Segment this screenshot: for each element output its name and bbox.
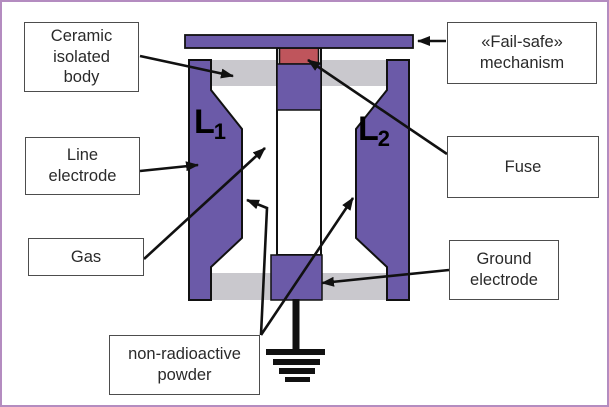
label-ground-electrode: Ground electrode	[449, 240, 559, 300]
label-line: Fuse	[504, 157, 542, 176]
ceramic-body-arrow	[139, 54, 234, 79]
ground-electrode-block	[270, 254, 323, 301]
l2-subscript: 2	[377, 126, 391, 151]
powder-arrow-right	[259, 197, 355, 336]
label-non-radioactive-powder: non-radioactive powder	[109, 335, 260, 395]
label-line: mechanism	[479, 54, 565, 72]
line-electrode-l1-shape	[188, 59, 243, 301]
ground-symbol-icon	[266, 299, 325, 382]
electrode-label-l2: L2	[358, 112, 390, 150]
line-electrode-l2-shape	[355, 59, 410, 301]
label-line: non-radioactive	[128, 345, 241, 364]
fuse-arrow	[307, 58, 448, 156]
label-fail-safe-mechanism: «Fail-safe» mechanism	[447, 22, 597, 84]
powder-arrow-left	[246, 198, 269, 336]
label-gas: Gas	[28, 238, 144, 276]
line-electrode-arrow	[139, 161, 199, 173]
label-line: electrode	[48, 167, 117, 185]
l1-letter: L	[194, 103, 215, 141]
label-line: Ground	[476, 250, 532, 269]
label-line: powder	[157, 366, 212, 384]
l2-letter: L	[358, 110, 379, 148]
label-ceramic-isolated-body: Ceramic isolated body	[24, 22, 139, 92]
ground-electrode-arrow	[321, 268, 450, 287]
l1-subscript: 1	[213, 119, 227, 144]
label-line: «Fail-safe»	[481, 33, 563, 52]
label-line: body	[63, 68, 100, 87]
label-line: Gas	[70, 247, 102, 266]
label-line: Line	[66, 146, 99, 165]
label-line: Ceramic	[50, 26, 113, 45]
label-line: electrode	[470, 271, 538, 289]
label-line-electrode: Line electrode	[25, 137, 140, 195]
label-fuse: Fuse	[447, 136, 599, 198]
gas-arrow	[143, 147, 266, 260]
center-conductor-top	[276, 63, 322, 111]
fail-safe-plate	[184, 34, 414, 49]
electrode-label-l1: L1	[194, 105, 226, 143]
pointer-arrows	[139, 36, 450, 336]
label-line: isolated	[53, 47, 110, 66]
